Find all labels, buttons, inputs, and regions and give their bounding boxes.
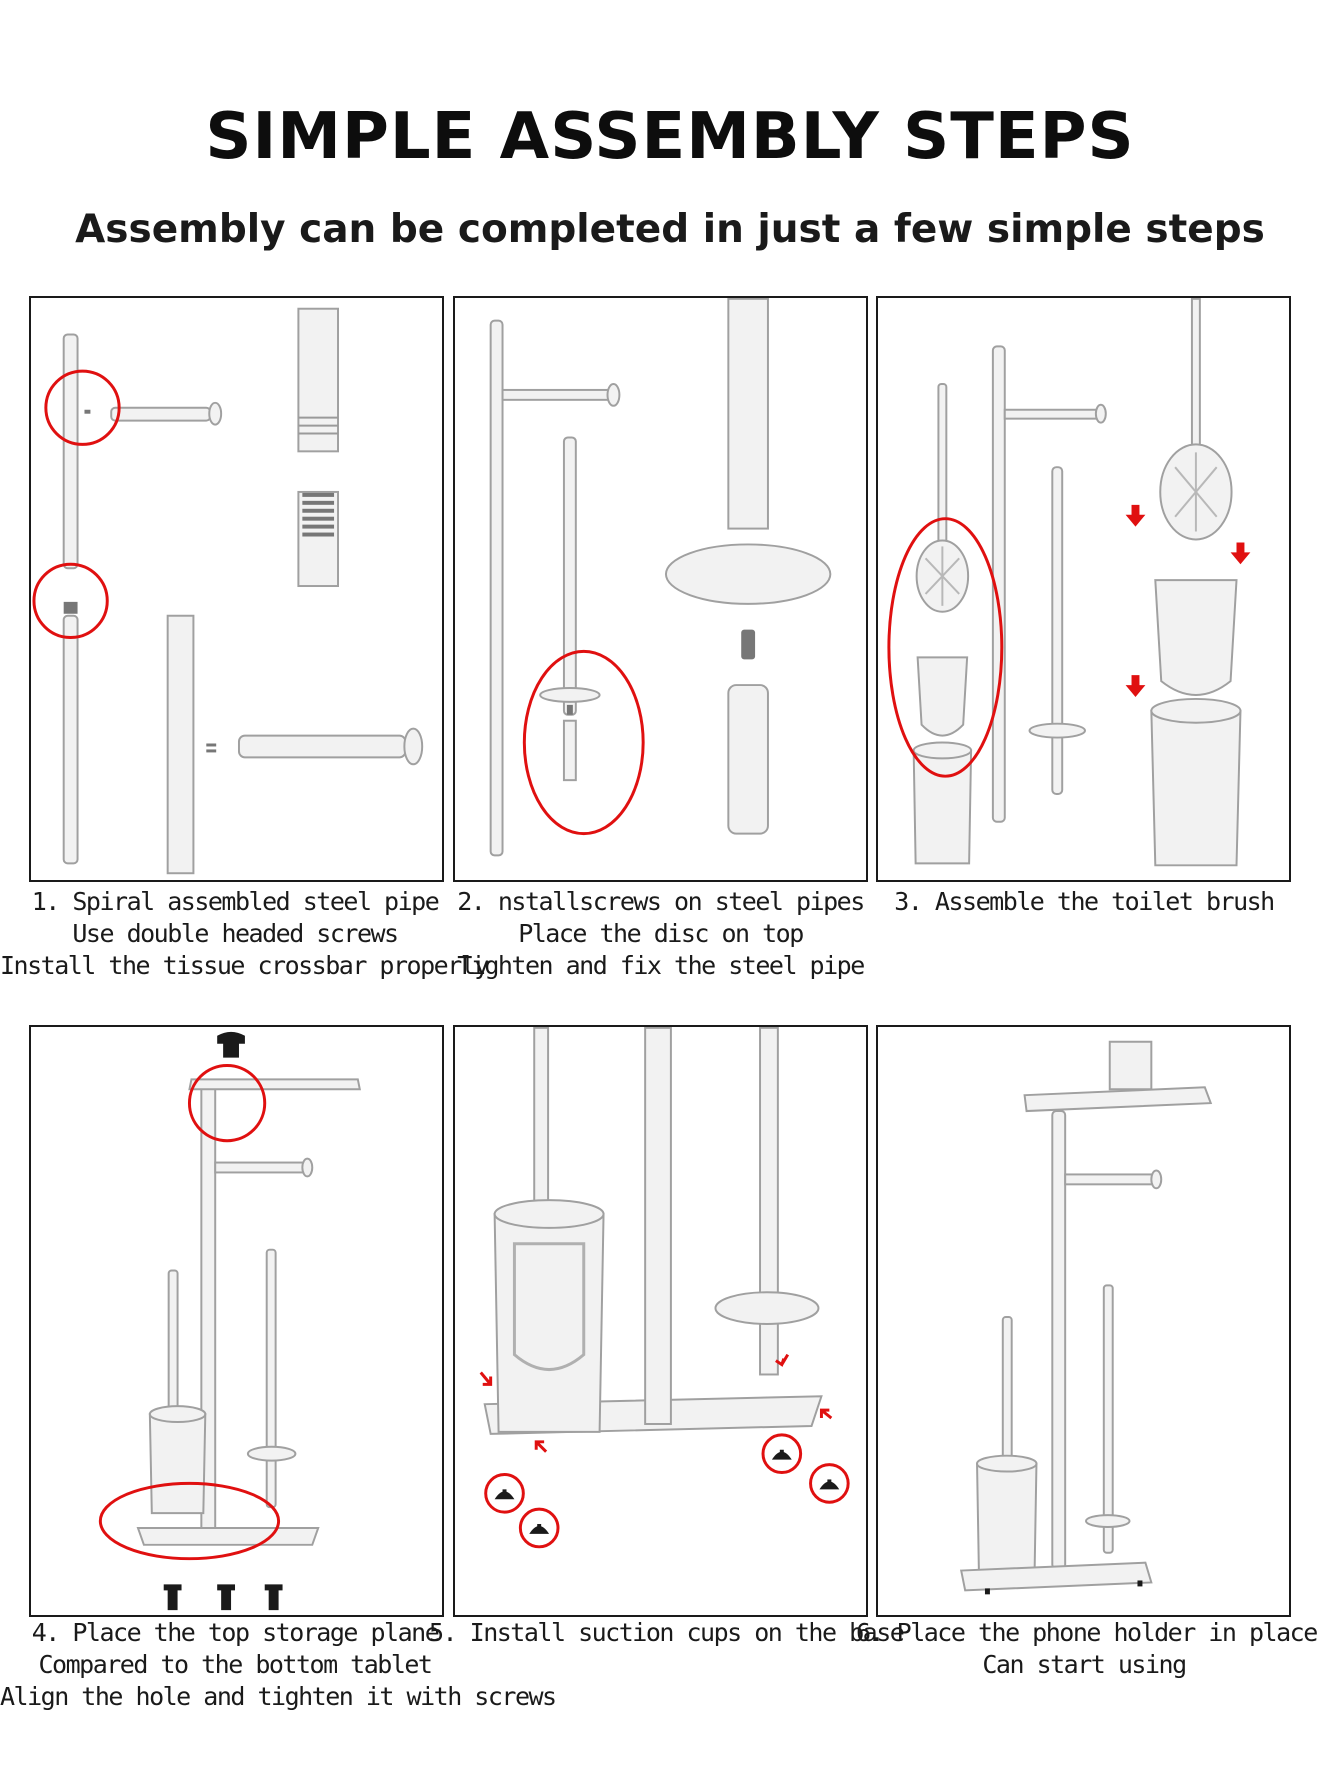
step-1-line-3: Install the tissue crossbar properly <box>0 951 489 980</box>
step-5-illustration <box>453 1025 868 1617</box>
red-circle-highlight-icon <box>98 1064 281 1561</box>
step-3-illustration <box>876 296 1291 882</box>
red-down-arrow-icon <box>1125 504 1251 697</box>
step-4-diagram <box>98 1031 362 1611</box>
step-6-line-2: Can start using <box>982 1650 1187 1679</box>
red-down-arrow-icon <box>479 1353 833 1453</box>
step-1-caption: 1. Spiral assembled steel pipe Use doubl… <box>0 886 489 982</box>
step-1-illustration <box>29 296 444 882</box>
step-1-line-2: Use double headed screws <box>72 919 399 948</box>
step-3-line-1: 3. Assemble the toilet brush <box>894 887 1275 916</box>
page-title: SIMPLE ASSEMBLY STEPS <box>205 100 1135 174</box>
red-circle-highlight-icon <box>887 517 1004 778</box>
step-2-line-3: Tighten and fix the steel pipe <box>457 951 865 980</box>
step-2-illustration <box>453 296 868 882</box>
step-4-line-1: 4. Place the top storage plane <box>31 1618 440 1647</box>
step-4-line-2: Compared to the bottom tablet <box>38 1650 434 1679</box>
step-2-line-1: 2. nstallscrews on steel pipes <box>457 887 865 916</box>
step-3-diagram <box>887 298 1251 867</box>
step-1-diagram <box>32 307 424 875</box>
red-circle-highlight-icon <box>32 369 121 640</box>
step-4-caption: 4. Place the top storage plane Compared … <box>0 1617 557 1713</box>
step-5-caption: 5. Install suction cups on the base <box>429 1617 905 1649</box>
step-4-illustration <box>29 1025 444 1617</box>
step-6-caption: 6. Place the phone holder in place Can s… <box>856 1617 1318 1681</box>
suction-cup-icon <box>494 1449 840 1534</box>
page-subtitle: Assembly can be completed in just a few … <box>75 207 1265 252</box>
step-3-caption: 3. Assemble the toilet brush <box>856 886 1312 918</box>
step-1-line-1: 1. Spiral assembled steel pipe <box>31 887 440 916</box>
step-2-line-2: Place the disc on top <box>518 919 804 948</box>
step-6-diagram <box>959 1040 1213 1595</box>
step-6-illustration <box>876 1025 1291 1617</box>
screw-icon <box>163 1031 283 1611</box>
red-circle-highlight-icon <box>522 649 645 836</box>
step-5-diagram <box>479 1027 850 1549</box>
step-4-line-3: Align the hole and tighten it with screw… <box>0 1682 557 1711</box>
step-5-line-1: 5. Install suction cups on the base <box>429 1618 905 1647</box>
step-6-line-1: 6. Place the phone holder in place <box>856 1618 1318 1647</box>
step-2-caption: 2. nstallscrews on steel pipes Place the… <box>429 886 892 982</box>
step-2-diagram <box>489 298 832 857</box>
